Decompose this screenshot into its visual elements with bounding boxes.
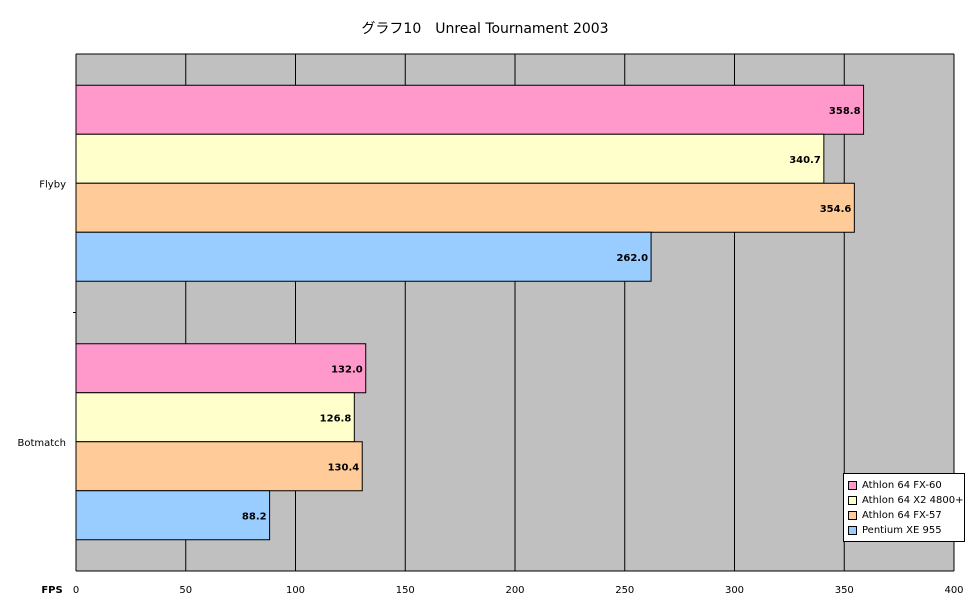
value-label-botmatch-3: 88.2 [242,511,267,522]
legend-label: Athlon 64 X2 4800+ [862,495,964,506]
x-tick-label-400: 400 [944,585,963,596]
bar-botmatch-3 [75,490,271,541]
value-label-flyby-0: 358.8 [829,106,861,117]
bar-botmatch-1 [75,392,355,443]
value-label-flyby-1: 340.7 [789,155,821,166]
legend-item: Athlon 64 X2 4800+ [848,493,964,508]
value-label-flyby-3: 262.0 [616,253,648,264]
legend-label: Athlon 64 FX-57 [862,510,942,521]
category-label-botmatch: Botmatch [17,438,66,449]
x-tick-label-200: 200 [505,585,524,596]
x-tick-label-250: 250 [615,585,634,596]
legend-swatch [848,511,857,520]
legend-swatch [848,481,857,490]
value-label-flyby-2: 354.6 [820,204,852,215]
bar-botmatch-0 [75,343,367,394]
x-tick-label-100: 100 [286,585,305,596]
legend-item: Pentium XE 955 [848,523,964,538]
x-axis-label: FPS [41,585,62,596]
bar-flyby-2 [75,182,855,233]
legend-label: Pentium XE 955 [862,525,942,536]
x-tick-label-300: 300 [725,585,744,596]
legend-item: Athlon 64 FX-60 [848,478,964,493]
value-label-botmatch-1: 126.8 [320,413,352,424]
legend-swatch [848,496,857,505]
bar-flyby-3 [75,231,652,282]
x-tick-label-350: 350 [835,585,854,596]
x-tick-label-150: 150 [396,585,415,596]
x-tick-label-50: 50 [179,585,192,596]
bar-flyby-1 [75,133,825,184]
bar-botmatch-2 [75,441,363,492]
bar-flyby-0 [75,84,865,135]
chart-title: グラフ10 Unreal Tournament 2003 [361,21,609,37]
legend-item: Athlon 64 FX-57 [848,508,964,523]
value-label-botmatch-2: 130.4 [328,462,360,473]
legend-label: Athlon 64 FX-60 [862,480,942,491]
legend-swatch [848,526,857,535]
x-tick-label-0: 0 [73,585,79,596]
category-label-flyby: Flyby [39,179,66,190]
value-label-botmatch-0: 132.0 [331,364,363,375]
